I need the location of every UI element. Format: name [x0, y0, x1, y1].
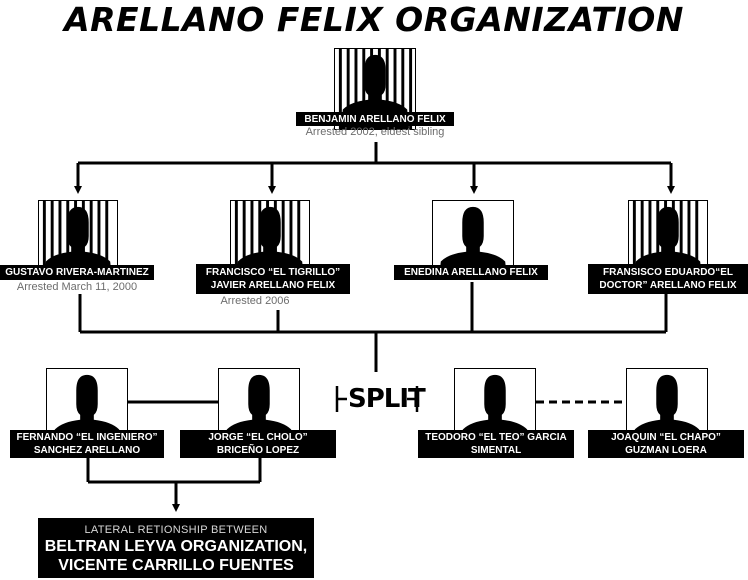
lateral-subtitle: LATERAL RETIONSHIP BETWEEN [84, 524, 268, 536]
francisco-name: FRANCISCO “EL TIGRILLO” JAVIER ARELLANO … [196, 264, 350, 294]
lateral-line-2: VICENTE CARRILLO FUENTES [58, 557, 294, 574]
root-name: BENJAMIN ARELLANO FELIX [296, 112, 454, 126]
joaquin-name: JOAQUIN “EL CHAPO” GUZMAN LOERA [588, 430, 744, 458]
split-marker: SPLIT [334, 382, 426, 416]
jorge-name: JORGE “EL CHOLO” BRICEÑO LOPEZ [180, 430, 336, 458]
prison-bars-icon [234, 201, 305, 279]
root-note: Arrested 2002, eldest sibling [305, 126, 445, 138]
prison-bars-icon [42, 201, 113, 279]
page-title: ARELLANO FELIX ORGANIZATION [64, 0, 684, 39]
split-label: SPLIT [348, 384, 426, 414]
enedina-name: ENEDINA ARELLANO FELIX [394, 265, 548, 280]
gustavo-name: GUSTAVO RIVERA-MARTINEZ [0, 265, 154, 280]
lateral-relationship-box: LATERAL RETIONSHIP BETWEEN BELTRAN LEYVA… [38, 518, 314, 578]
fransisco-eduardo-name: FRANSISCO EDUARDO“EL DOCTOR” ARELLANO FE… [588, 264, 748, 294]
teodoro-name: TEODORO “EL TEO” GARCIA SIMENTAL [418, 430, 574, 458]
prison-bars-icon [338, 49, 413, 129]
fernando-name: FERNANDO “EL INGENIERO” SANCHEZ ARELLANO [10, 430, 164, 458]
francisco-note: Arrested 2006 [220, 295, 290, 307]
lateral-line-1: BELTRAN LEYVA ORGANIZATION, [44, 538, 308, 555]
prison-bars-icon [632, 201, 703, 279]
gustavo-note: Arrested March 11, 2000 [16, 281, 138, 293]
